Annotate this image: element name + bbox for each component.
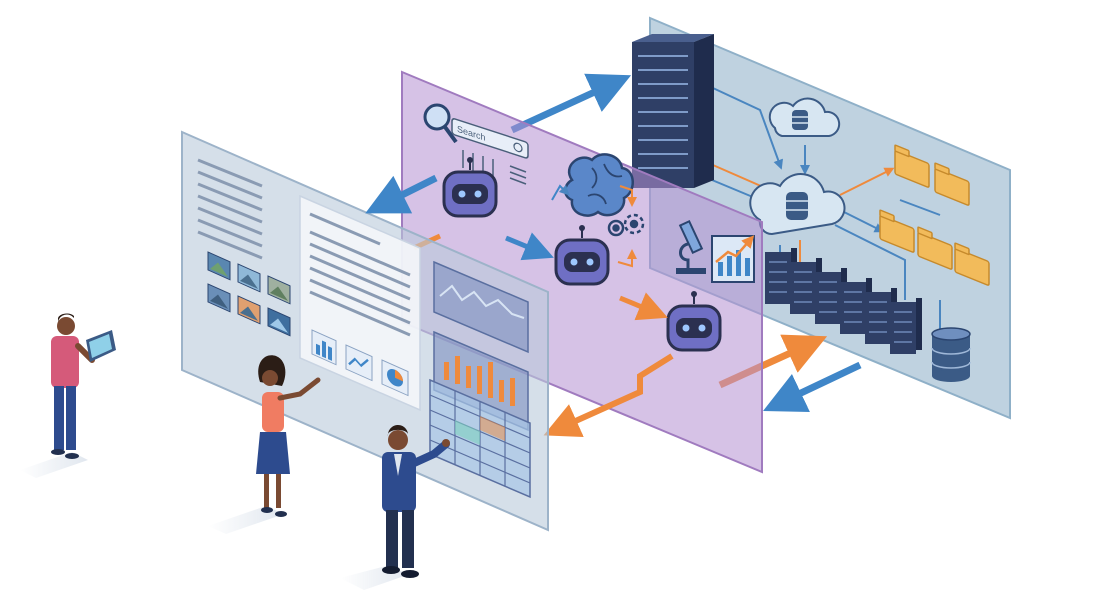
server-racks-row <box>765 248 922 354</box>
tablet-icon <box>86 330 116 362</box>
search-icon <box>423 103 458 144</box>
microscope-icon <box>676 219 706 274</box>
brain-icon <box>564 153 634 217</box>
input-arrow <box>365 174 438 214</box>
filter-sliders-icon <box>462 150 527 185</box>
cloud-database-icon <box>749 173 846 236</box>
data-table <box>429 378 531 499</box>
line-chart <box>345 344 373 382</box>
floor-shadows <box>20 452 410 590</box>
document-page-left <box>197 158 263 260</box>
server-tower <box>632 34 714 188</box>
woman-pointing <box>256 355 321 517</box>
small-arrow-icons <box>551 184 637 268</box>
bar-chart <box>311 329 337 366</box>
gears-icon <box>607 213 645 237</box>
area-chart <box>433 260 529 354</box>
man-pointing <box>382 424 450 578</box>
image-gallery <box>207 251 291 337</box>
robot-icon <box>666 291 722 352</box>
robot-icon <box>442 157 498 218</box>
data-connections <box>689 81 941 330</box>
bar-chart <box>433 330 529 432</box>
search-bar: Search <box>451 118 529 159</box>
output-arrow <box>543 353 674 438</box>
database-icon <box>931 327 971 382</box>
cloud-database-icon <box>768 97 841 137</box>
growth-chart-icon <box>711 235 755 283</box>
person-with-tablet <box>51 313 116 459</box>
pie-chart <box>381 359 409 397</box>
folders-icon <box>879 144 990 286</box>
robot-icon <box>554 225 610 286</box>
